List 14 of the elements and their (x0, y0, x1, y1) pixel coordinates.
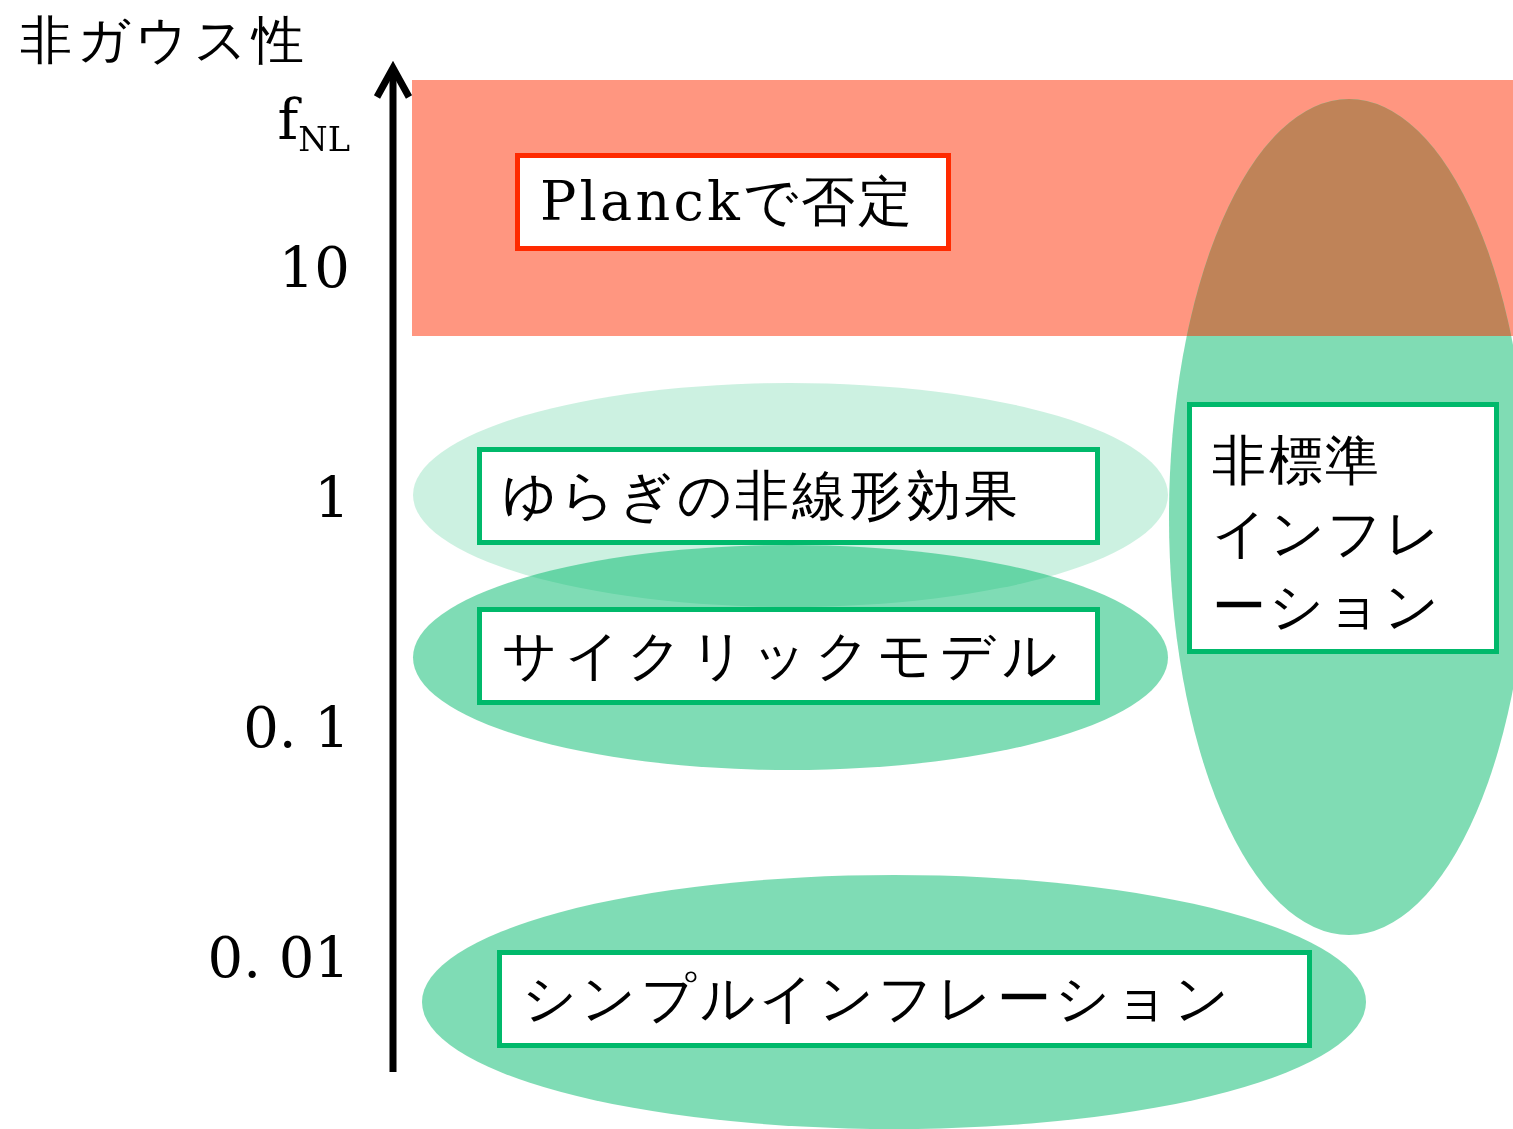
tick-label: 0. 01 (207, 930, 350, 986)
model-label: Planckで否定 (515, 153, 951, 251)
axis-title: 非ガウス性 (20, 14, 309, 66)
ellipse-region (1169, 99, 1513, 935)
ellipse-region (422, 875, 1366, 1129)
model-label: ゆらぎの非線形効果 (477, 447, 1100, 545)
model-label: 非標準 インフレーション (1187, 402, 1499, 654)
tick-label: 1 (314, 470, 350, 526)
tick-label: 0. 1 (243, 700, 350, 756)
axis-unit: f$_{NL}$ (277, 92, 350, 157)
ellipse-region (413, 545, 1168, 770)
tick-label: 10 (278, 240, 350, 296)
model-label: シンプルインフレーション (497, 950, 1312, 1048)
model-label: サイクリックモデル (477, 607, 1100, 705)
